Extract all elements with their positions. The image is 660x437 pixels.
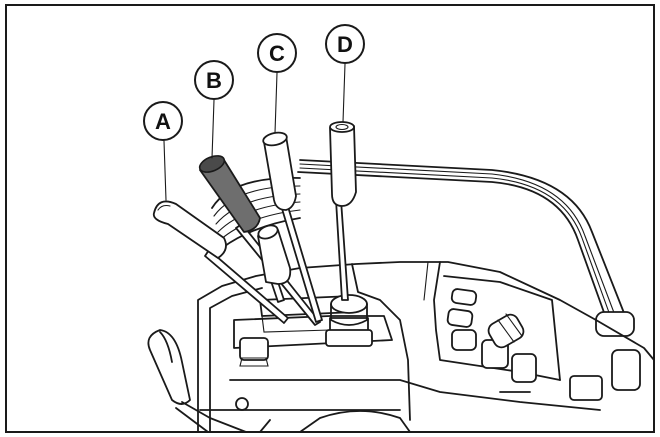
switch-panel (443, 275, 641, 401)
lever-d (329, 121, 357, 301)
callout-c: C (257, 33, 297, 73)
console-housing (197, 261, 655, 433)
lever-c (262, 131, 323, 323)
grab-handle (297, 159, 635, 337)
figure-frame (5, 4, 655, 433)
lever-short (257, 224, 292, 303)
callout-a-label: A (155, 109, 171, 134)
callout-d-label: D (337, 32, 353, 57)
joystick (147, 329, 247, 433)
callout-c-label: C (269, 41, 285, 66)
callout-b: B (194, 60, 234, 100)
callout-d: D (325, 24, 365, 64)
callout-a: A (143, 101, 183, 141)
console-knob (325, 294, 373, 347)
callout-b-label: B (206, 68, 222, 93)
callout-leaders (163, 63, 346, 201)
lever-a (152, 200, 289, 324)
